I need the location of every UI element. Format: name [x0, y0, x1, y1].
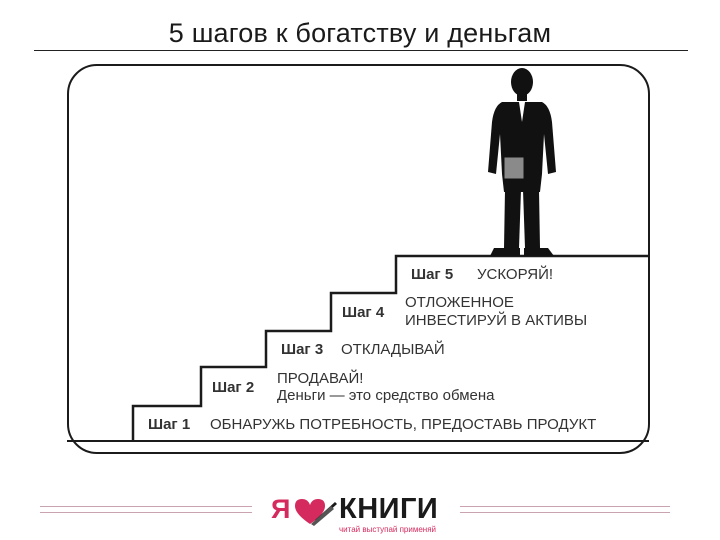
step4-text-line2: ИНВЕСТИРУЙ В АКТИВЫ: [405, 312, 588, 329]
step5-text: УСКОРЯЙ!: [477, 266, 554, 283]
step2-text-line1: ПРОДАВАЙ!: [277, 370, 364, 387]
footer-rule-right: [460, 506, 670, 513]
step2-text-line2: Деньги — это средство обмена: [277, 387, 495, 404]
logo-ya: Я: [271, 494, 291, 524]
step2-label: Шаг 2: [212, 379, 255, 396]
step5-label: Шаг 5: [411, 266, 454, 283]
staircase-frame: [67, 64, 650, 454]
step3-text: ОТКЛАДЫВАЙ: [341, 341, 445, 358]
businessman-silhouette-icon: [488, 68, 556, 256]
slide-title: 5 шагов к богатству и деньгам: [168, 18, 552, 48]
step3-label: Шаг 3: [281, 341, 324, 358]
step1-text: ОБНАРУЖЬ ПОТРЕБНОСТЬ, ПРЕДОСТАВЬ ПРОДУКТ: [210, 416, 597, 433]
step4-label: Шаг 4: [342, 304, 385, 321]
heart-book-icon: [295, 499, 337, 526]
logo-tagline: читай выступай применяй: [339, 525, 436, 534]
stair-outline: [131, 254, 649, 440]
logo-knigi: КНИГИ: [339, 493, 439, 525]
footer-rule-left: [40, 506, 252, 513]
step1-label: Шаг 1: [148, 416, 191, 433]
step4-text-line1: ОТЛОЖЕННОЕ: [405, 294, 514, 311]
title-underline: [34, 50, 688, 51]
